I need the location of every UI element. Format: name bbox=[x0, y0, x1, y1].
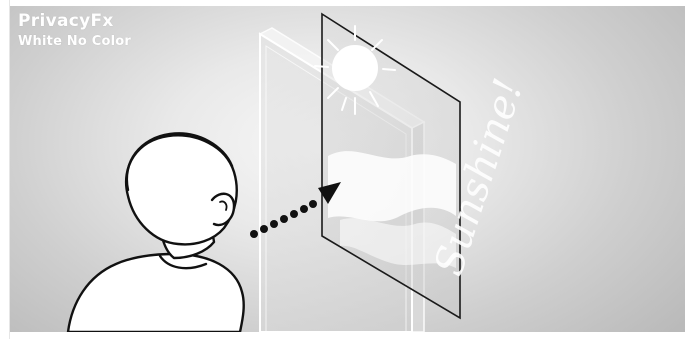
illustration-panel: Sunshine! Priva bbox=[10, 6, 685, 332]
left-border-strip bbox=[0, 0, 10, 339]
person-figure bbox=[68, 133, 244, 332]
page-subtitle: White No Color bbox=[18, 34, 131, 49]
page-title: PrivacyFx bbox=[18, 11, 114, 31]
illustration-svg: Sunshine! bbox=[10, 6, 685, 332]
